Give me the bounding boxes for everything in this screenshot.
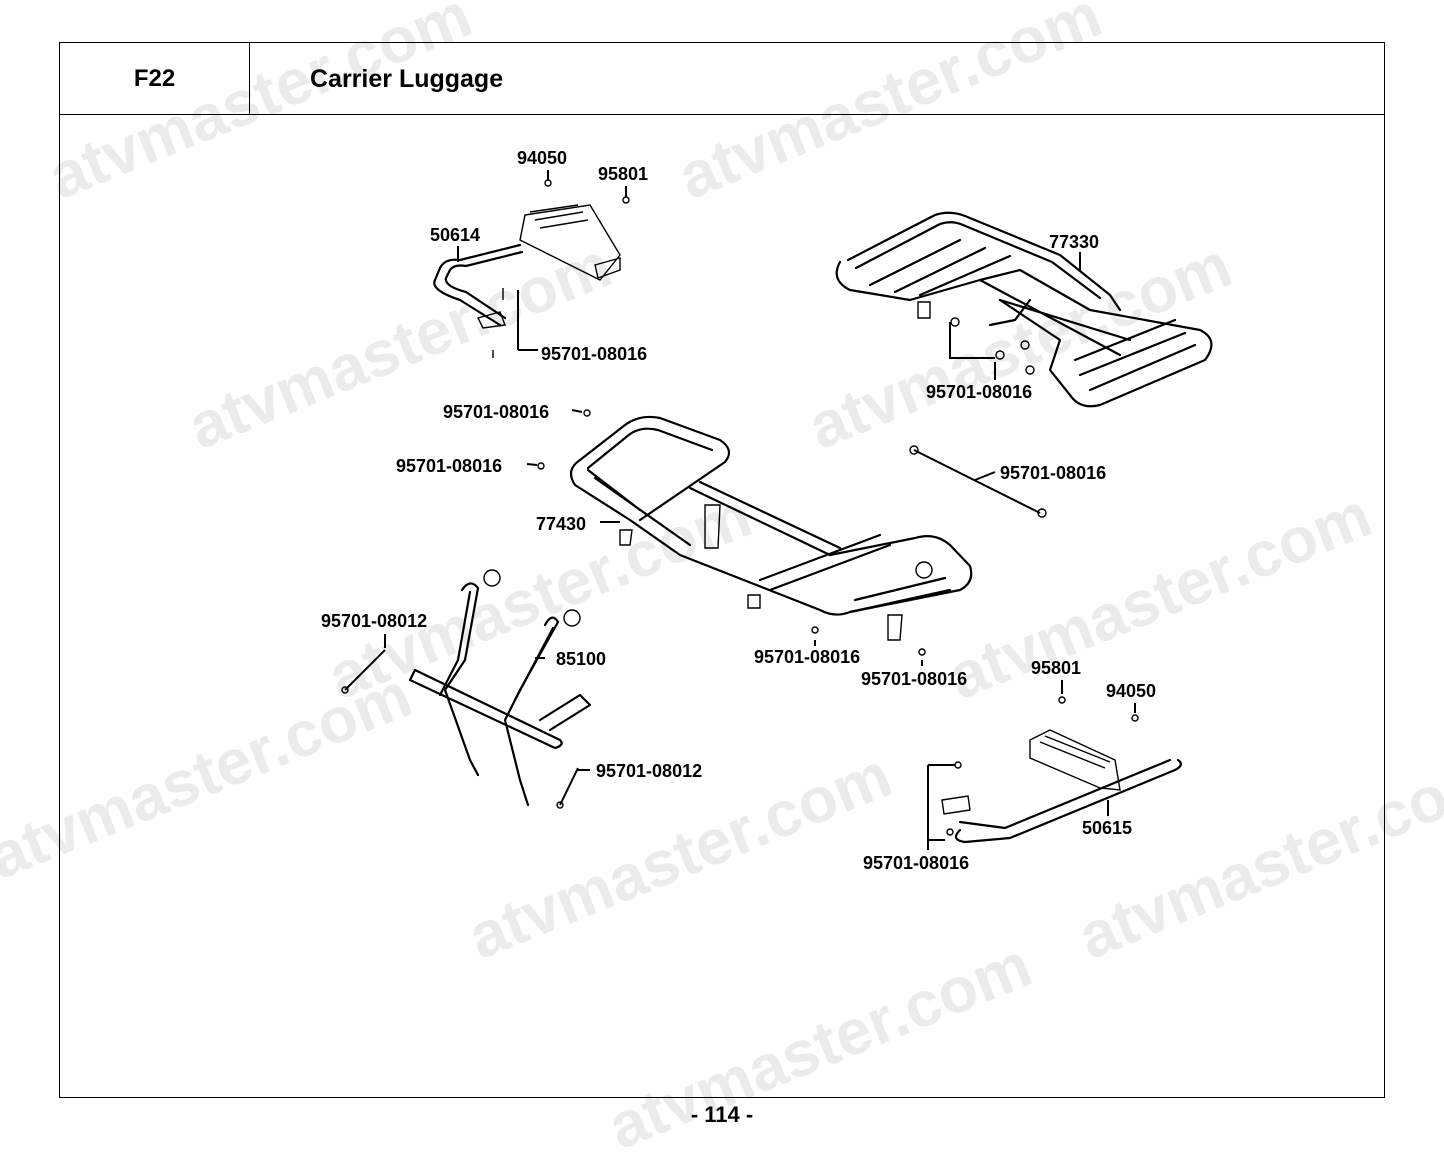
bolt-line-95701	[537, 409, 1047, 656]
callout-95701-08012: 95701-08012	[321, 611, 427, 631]
rack-77330-drawing	[835, 211, 1213, 408]
fasteners-77330	[949, 317, 1035, 375]
callout-95801-top: 95801	[598, 164, 648, 184]
diagram-frame: F22 Carrier Luggage	[59, 42, 1385, 1098]
callout-leaders	[384, 170, 1136, 850]
callout-95701-08016: 95701-08016	[861, 669, 967, 689]
callout-95701-08016: 95701-08016	[926, 382, 1032, 402]
bracket-50614-drawing	[433, 179, 630, 358]
callout-labels: 94050 95801 50614 95701-08016 77330 9570…	[321, 148, 1156, 873]
callout-95701-08012: 95701-08012	[596, 761, 702, 781]
carrier-77430-drawing	[569, 415, 973, 641]
frame-85100-drawing	[341, 569, 592, 809]
callout-95701-08016: 95701-08016	[1000, 463, 1106, 483]
callout-85100: 85100	[556, 649, 606, 669]
callout-50615: 50615	[1082, 818, 1132, 838]
callout-95801-bottom: 95801	[1031, 658, 1081, 678]
callout-95701-08016: 95701-08016	[443, 402, 549, 422]
callout-95701-08016: 95701-08016	[396, 456, 502, 476]
callout-95701-08016: 95701-08016	[863, 853, 969, 873]
callout-95701-08016: 95701-08016	[541, 344, 647, 364]
header-row: F22 Carrier Luggage	[60, 43, 1384, 115]
bracket-50615-drawing	[927, 696, 1182, 844]
section-code: F22	[60, 43, 250, 115]
callout-77330: 77330	[1049, 232, 1099, 252]
callout-95701-08016: 95701-08016	[754, 647, 860, 667]
callout-94050-bottom: 94050	[1106, 681, 1156, 701]
callout-94050-top: 94050	[517, 148, 567, 168]
page-number: - 114 -	[690, 1102, 754, 1127]
callout-77430: 77430	[536, 514, 586, 534]
page-title: Carrier Luggage	[310, 65, 504, 93]
callout-50614: 50614	[430, 225, 480, 245]
